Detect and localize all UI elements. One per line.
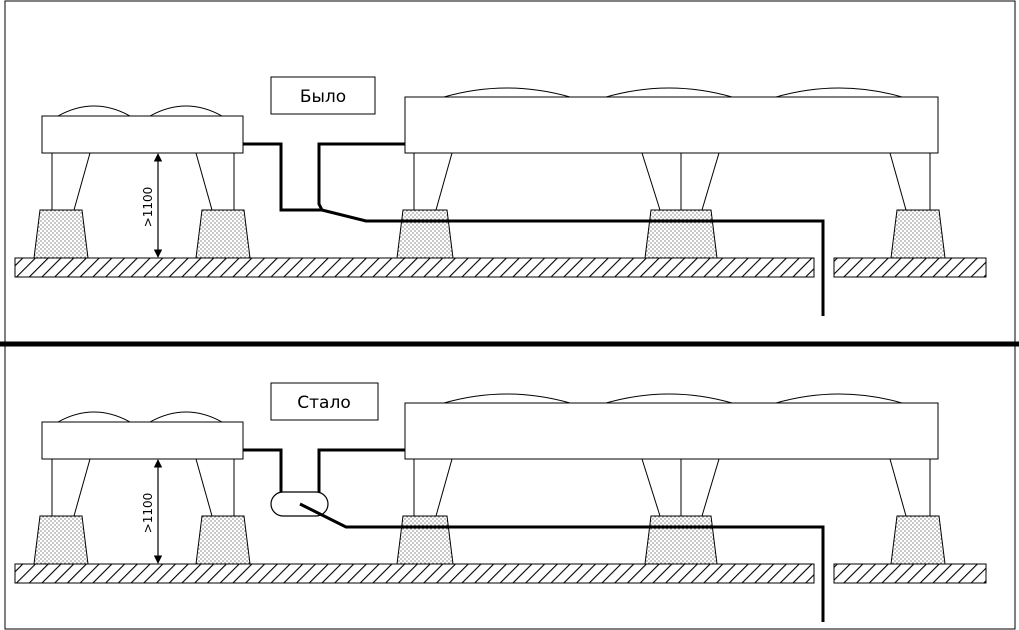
concrete-base xyxy=(396,209,454,259)
fan-dome xyxy=(149,411,223,423)
panel-before: >1100 Было xyxy=(14,76,987,316)
unit-leg xyxy=(435,458,453,517)
fan-dome xyxy=(605,87,733,98)
ground-slab xyxy=(14,257,815,278)
drain-pipe xyxy=(317,448,405,492)
drain-pipe xyxy=(317,142,405,211)
unit-leg xyxy=(195,458,213,517)
concrete-base xyxy=(890,209,946,259)
unit-leg xyxy=(641,152,661,211)
fan-dome xyxy=(57,411,131,423)
drain-pipe xyxy=(243,142,825,316)
concrete-base xyxy=(195,209,251,259)
unit-leg xyxy=(73,152,91,211)
unit-leg xyxy=(641,458,661,517)
height-dimension-label: >1100 xyxy=(141,493,155,534)
small-outdoor-unit xyxy=(41,115,244,154)
drain-pipe xyxy=(243,448,283,492)
unit-leg xyxy=(73,458,91,517)
unit-leg xyxy=(195,152,213,211)
small-outdoor-unit xyxy=(41,421,244,460)
concrete-base xyxy=(890,515,946,565)
unit-leg xyxy=(701,152,720,211)
fan-dome xyxy=(57,105,131,117)
large-outdoor-unit xyxy=(404,96,939,154)
drain-pipe xyxy=(299,502,825,622)
ground-slab xyxy=(833,563,987,584)
concrete-base xyxy=(644,209,718,259)
panel-label: Было xyxy=(300,87,346,107)
fan-dome xyxy=(149,105,223,117)
unit-leg xyxy=(889,458,907,517)
panel-after: >1100 Стало xyxy=(14,382,987,622)
fan-dome xyxy=(443,87,571,98)
ground-slab xyxy=(833,257,987,278)
unit-leg xyxy=(701,458,720,517)
label-box xyxy=(270,382,379,421)
label-box xyxy=(270,76,376,115)
unit-leg xyxy=(435,152,453,211)
large-outdoor-unit xyxy=(404,402,939,460)
outer-frame xyxy=(4,0,1016,630)
height-dimension-label: >1100 xyxy=(141,187,155,228)
unit-leg xyxy=(889,152,907,211)
concrete-base xyxy=(396,515,454,565)
concrete-base xyxy=(644,515,718,565)
fan-dome xyxy=(775,87,903,98)
fan-dome xyxy=(775,393,903,404)
panel-label: Стало xyxy=(297,393,350,413)
fan-dome xyxy=(605,393,733,404)
ground-slab xyxy=(14,563,815,584)
concrete-base xyxy=(195,515,251,565)
concrete-base xyxy=(33,515,89,565)
concrete-base xyxy=(33,209,89,259)
fan-dome xyxy=(443,393,571,404)
